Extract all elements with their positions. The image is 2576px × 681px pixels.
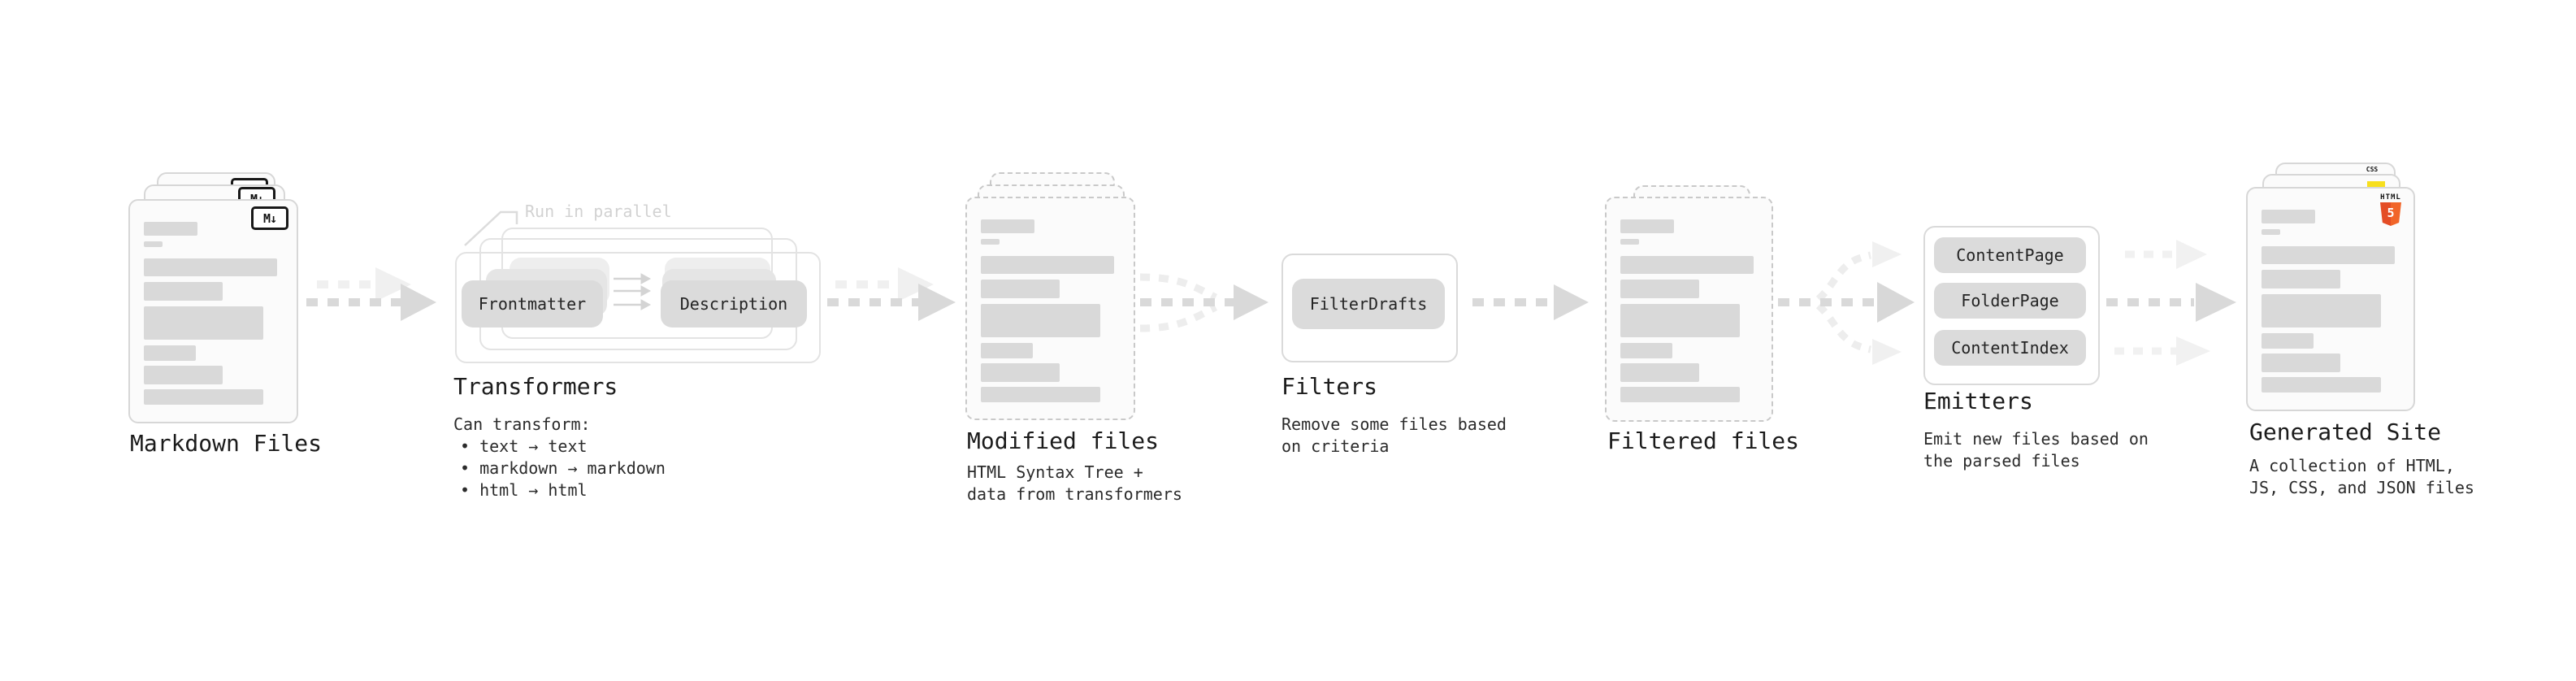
placeholder-bar [2262,294,2381,327]
modified-file-card [965,197,1135,420]
placeholder-bar [144,282,223,301]
placeholder-bar [1620,239,1639,245]
placeholder-bar [981,219,1034,233]
filters-desc: Remove some files based on criteria [1281,414,1507,456]
description-pill: Description [661,280,807,327]
emitters-desc: Emit new files based on the parsed files [1923,429,2149,471]
note-leader-line [464,210,518,246]
arrow-markdown-to-transformers [306,267,436,321]
arrow-transformers-to-modified [827,267,956,321]
filters-label: Filters [1281,373,1378,400]
placeholder-bar [981,239,1000,245]
list-item: text → text [460,436,666,458]
markdown-file-card: M↓ [128,199,298,423]
run-in-parallel-note: Run in parallel [525,202,672,221]
placeholder-bar [1620,280,1699,298]
transformers-label: Transformers [453,373,618,400]
modified-files-desc: HTML Syntax Tree + data from transformer… [967,462,1182,504]
modified-files-label: Modified files [967,427,1160,454]
placeholder-bar [1620,219,1674,233]
placeholder-bar [2262,270,2340,288]
markdown-icon: M↓ [251,206,288,230]
generated-site-label: Generated Site [2249,419,2442,445]
placeholder-bar [2262,210,2315,223]
list-item: markdown → markdown [460,458,666,479]
placeholder-bar [2262,377,2381,393]
placeholder-bar [144,389,263,405]
placeholder-bar [981,363,1060,382]
placeholder-bar [981,304,1100,337]
arrow-filtered-to-emitters [1778,241,1915,365]
css-badge-icon: CSS [2366,166,2379,173]
contentpage-pill: ContentPage [1934,237,2086,273]
generated-site-desc: A collection of HTML, JS, CSS, and JSON … [2249,456,2474,497]
filtered-files-label: Filtered files [1607,427,1800,454]
placeholder-bar [144,222,197,236]
placeholder-bar [1620,343,1672,358]
placeholder-bar [144,306,263,340]
placeholder-bar [981,387,1100,402]
placeholder-bar [2262,246,2395,264]
placeholder-bar [144,366,223,384]
list-item: html → html [460,479,666,501]
arrow-modified-to-filters [1139,273,1268,332]
placeholder-bar [2262,229,2280,235]
placeholder-bar [981,343,1033,358]
placeholder-bar [1620,304,1740,337]
placeholder-bar [2262,333,2314,349]
transformer-box [455,252,821,363]
placeholder-bar [981,256,1114,274]
filterdrafts-pill: FilterDrafts [1292,279,1445,329]
placeholder-bar [144,345,196,361]
html5-shield: 5 [2380,202,2401,226]
placeholder-bar [144,258,277,276]
generated-file-card-html: HTML 5 [2246,187,2415,411]
placeholder-bar [981,280,1060,298]
arrow-emitters-to-generated [2106,240,2236,366]
placeholder-bar [1620,363,1699,382]
contentindex-pill: ContentIndex [1934,330,2086,366]
markdown-files-label: Markdown Files [130,430,323,457]
frontmatter-pill: Frontmatter [462,280,603,327]
html5-logo-icon: HTML 5 [2379,193,2403,226]
js-badge-icon [2367,181,2385,190]
emitters-label: Emitters [1923,388,2033,414]
transformers-desc-title: Can transform: [453,414,591,434]
arrow-filters-to-filtered [1472,284,1589,320]
folderpage-pill: FolderPage [1934,283,2086,319]
placeholder-bar [144,241,163,247]
placeholder-bar [1620,387,1740,402]
placeholder-bar [2262,354,2340,372]
transformer-step-arrows [614,273,652,310]
filtered-file-card [1605,197,1773,422]
placeholder-bar [1620,256,1754,274]
transformers-capabilities-list: text → text markdown → markdown html → h… [460,436,666,501]
